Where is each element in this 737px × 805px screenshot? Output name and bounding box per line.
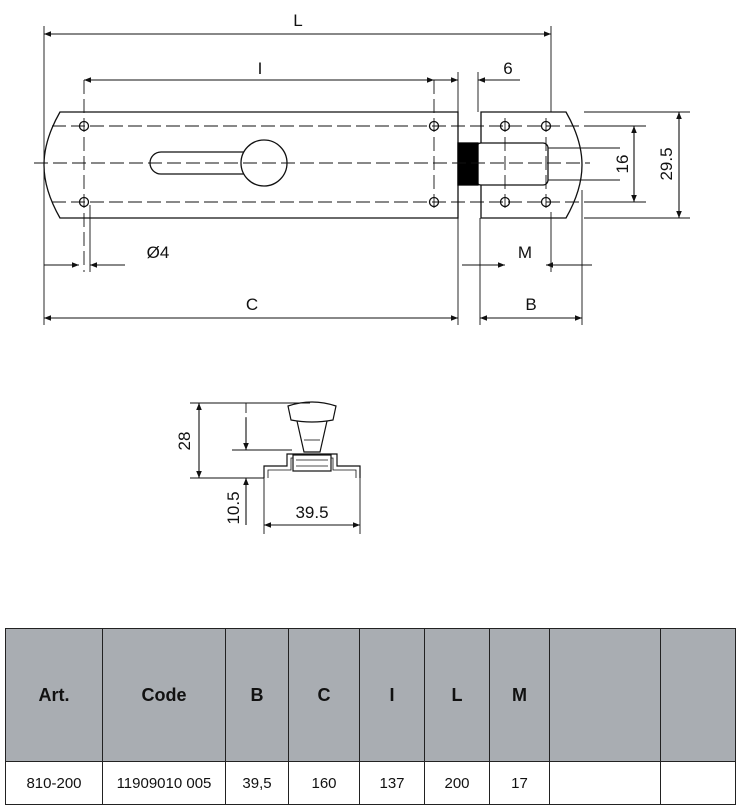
side-knob-cap <box>287 401 337 423</box>
cell-code: 11909010 005 <box>102 761 226 805</box>
table-row: 810-200 11909010 005 39,5 160 137 200 17 <box>5 761 736 805</box>
label-C: C <box>246 295 258 314</box>
spec-table: Art. Code B C I L M 810-200 11909010 005… <box>5 628 736 805</box>
label-6: 6 <box>503 59 512 78</box>
label-28: 28 <box>175 432 194 451</box>
label-39-5: 39.5 <box>295 503 328 522</box>
header-empty-1 <box>549 628 661 762</box>
technical-drawing: L I 6 16 29.5 Ø4 M C B 28 <box>34 11 690 534</box>
side-channel-profile <box>263 453 361 478</box>
extension-lines <box>43 26 690 325</box>
header-art: Art. <box>5 628 103 762</box>
cell-i: 137 <box>359 761 425 805</box>
cell-l: 200 <box>424 761 490 805</box>
label-I: I <box>258 59 263 78</box>
label-B: B <box>525 295 536 314</box>
label-16: 16 <box>613 155 632 174</box>
cell-art: 810-200 <box>5 761 103 805</box>
header-b: B <box>225 628 289 762</box>
label-d4: Ø4 <box>147 243 170 262</box>
dimension-labels: L I 6 16 29.5 Ø4 M C B <box>147 11 676 314</box>
bolt-side-view <box>263 401 361 478</box>
label-29-5: 29.5 <box>657 147 676 180</box>
side-bolt <box>292 454 332 472</box>
cell-empty-1 <box>549 761 661 805</box>
header-l: L <box>424 628 490 762</box>
label-M: M <box>518 243 532 262</box>
header-empty-2 <box>660 628 736 762</box>
side-knob-stem <box>296 420 328 453</box>
center-lines <box>34 80 590 272</box>
header-c: C <box>288 628 360 762</box>
header-i: I <box>359 628 425 762</box>
side-dimension-lines <box>190 402 361 534</box>
cell-empty-2 <box>660 761 736 805</box>
cell-b: 39,5 <box>225 761 289 805</box>
keeper-plate <box>480 111 583 219</box>
bolt-housing <box>475 142 549 186</box>
spec-table-header: Art. Code B C I L M <box>5 628 736 762</box>
header-m: M <box>489 628 550 762</box>
label-10-5: 10.5 <box>224 491 243 524</box>
cell-c: 160 <box>288 761 360 805</box>
slot <box>149 151 251 175</box>
dimension-lines <box>44 31 682 321</box>
side-dimension-labels: 28 10.5 39.5 <box>175 432 329 525</box>
bolt-black-block <box>457 142 479 186</box>
cell-m: 17 <box>489 761 550 805</box>
header-code: Code <box>102 628 226 762</box>
label-L: L <box>293 11 302 30</box>
